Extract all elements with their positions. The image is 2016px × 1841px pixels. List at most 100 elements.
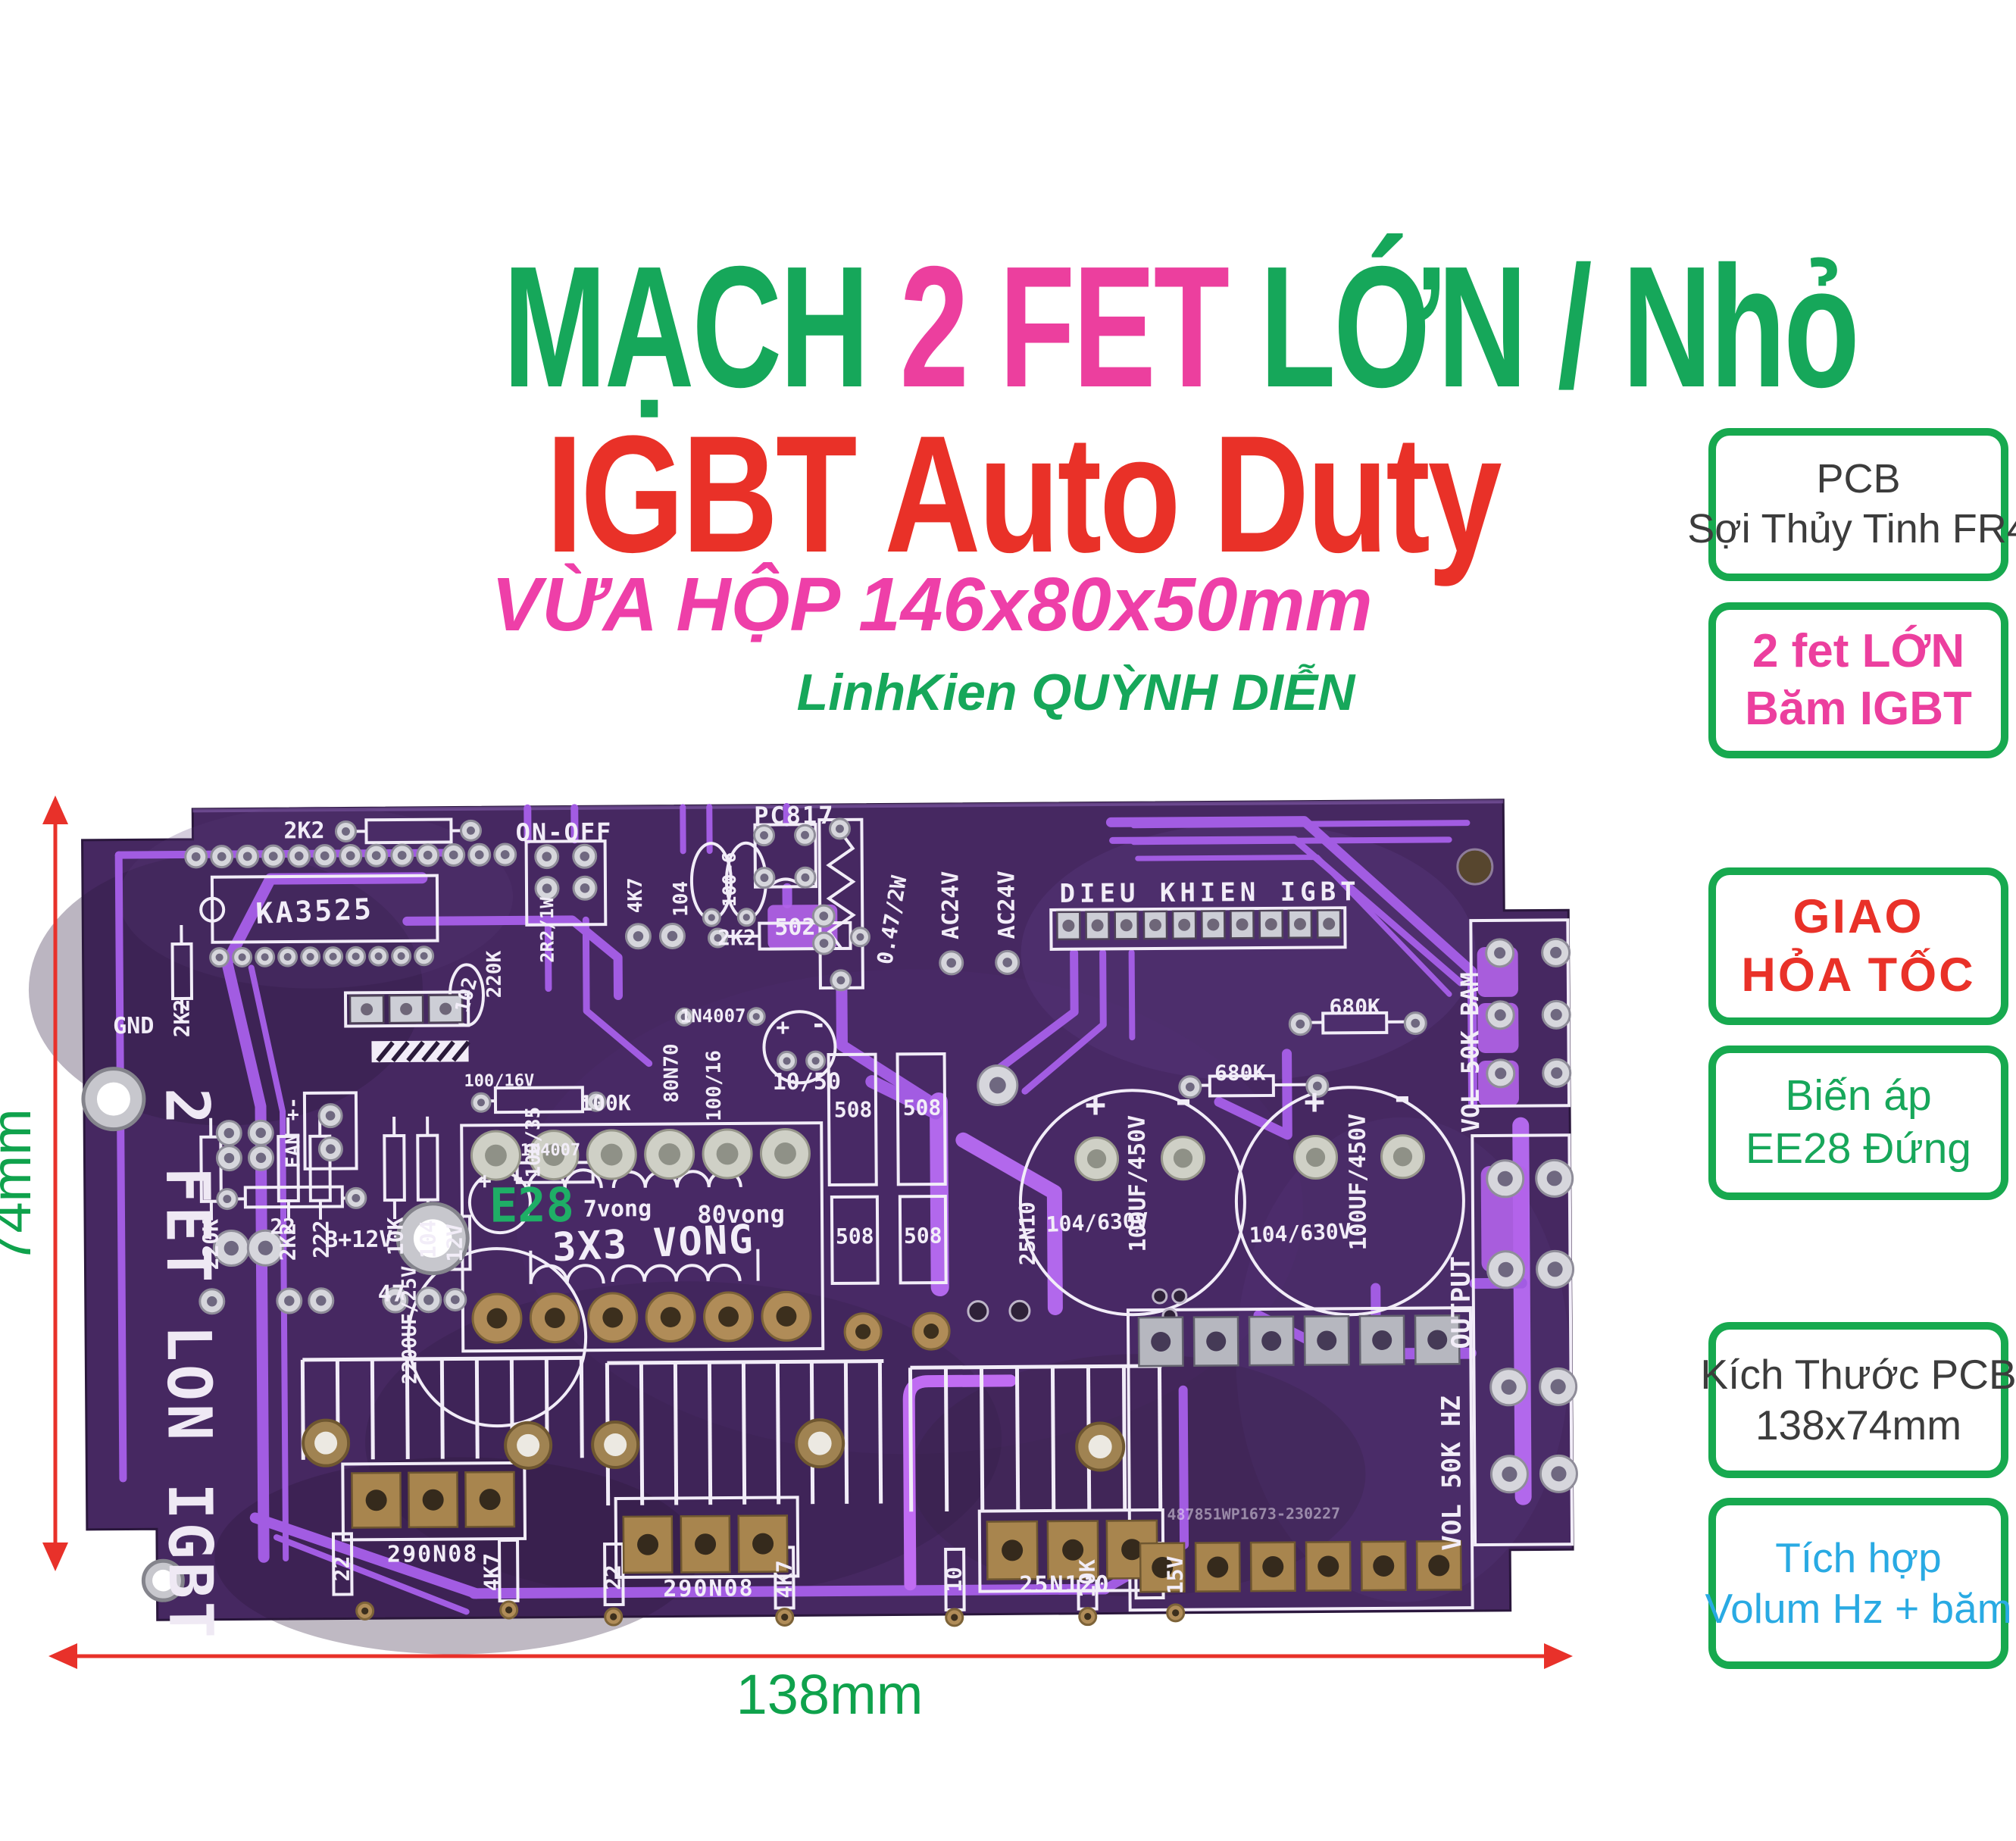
silkscreen-label: 680K — [1214, 1061, 1266, 1086]
silkscreen-label: 25N120 — [1019, 1571, 1111, 1599]
silkscreen-label: 15V — [1163, 1555, 1188, 1594]
info-box-transformer: Biến áp EE28 Đứng — [1708, 1046, 2008, 1200]
silkscreen-label: 2K2 — [717, 925, 756, 950]
silkscreen-label: 7vong — [583, 1196, 652, 1223]
subtitle-igbt: IGBT Auto Duty — [545, 401, 1502, 587]
silkscreen-label: 2K2 — [170, 999, 195, 1038]
silkscreen-label: 508 — [836, 1224, 874, 1249]
silkscreen-label: AC24V — [993, 870, 1021, 939]
silkscreen-label: 100K — [580, 1090, 631, 1115]
silkscreen-label: 2 FET LON IGBT — [152, 1087, 226, 1641]
silkscreen-label: 508 — [904, 1223, 942, 1248]
silkscreen-label: KA3525 — [255, 892, 374, 930]
silkscreen-label: - — [1171, 1078, 1196, 1124]
silkscreen-label: 220K — [198, 1219, 223, 1271]
silkscreen-label: 22 — [601, 1564, 626, 1590]
silkscreen-label: 80N70 — [660, 1043, 683, 1102]
silkscreen-label: 100/16V — [464, 1071, 534, 1091]
silkscreen-label: 100UF/450V — [1124, 1115, 1152, 1252]
info-box-line: Tích hợp — [1775, 1533, 1942, 1581]
height-dimension-label: 74mm — [0, 1108, 42, 1264]
silkscreen-label: ON-OFF — [516, 817, 613, 847]
silkscreen-label: 22 — [330, 1556, 355, 1582]
silkscreen-label: 25N10 — [1014, 1202, 1040, 1266]
silkscreen-label: 12V — [442, 1224, 467, 1262]
silkscreen-label: 22 — [270, 1214, 295, 1239]
page-title: MẠCH 2 FET LỚN / Nhỏ — [503, 241, 1860, 414]
silkscreen-label: 104 — [670, 881, 692, 917]
info-box-line: Băm IGBT — [1745, 683, 1972, 735]
silkscreen-label: + — [1085, 1083, 1106, 1124]
silkscreen-label: OUTPUT — [1446, 1256, 1477, 1349]
arrow-up-icon — [42, 795, 68, 824]
silkscreen-label: 508 — [834, 1097, 873, 1122]
info-box-line: HỎA TỐC — [1741, 949, 1976, 1002]
silkscreen-label: 2200UF/25V — [398, 1266, 421, 1385]
info-box-line: Volum Hz + băm — [1705, 1585, 2012, 1632]
silkscreen-label: 80vong — [697, 1199, 785, 1229]
silkscreen-label: B+12V — [324, 1227, 393, 1254]
silkscreen-label: 222 — [309, 1220, 334, 1258]
silkscreen-label: 4K7 — [772, 1560, 797, 1599]
width-dimension-label: 138mm — [736, 1663, 924, 1726]
silkscreen-label: 100-6 — [719, 852, 741, 907]
silkscreen-label: 1N4007 — [680, 1005, 746, 1027]
silkscreen-label: 4K7 — [480, 1553, 505, 1592]
silkscreen-label: 487851WP1673-230227 — [1167, 1504, 1340, 1524]
info-box-line: 2 fet LỚN — [1752, 625, 1965, 678]
info-box-line: Sợi Thủy Tinh FR4 — [1687, 506, 2016, 552]
silkscreen-label: 2K2 — [276, 1223, 301, 1261]
silkscreen-label: VOL 50K BAM — [1455, 972, 1485, 1133]
silkscreen-label: FAN +- — [282, 1097, 305, 1168]
silkscreen-label: 104/630V — [1046, 1208, 1149, 1237]
silkscreen-label: 10K — [383, 1217, 408, 1255]
silkscreen-label: 3X3 VONG — [552, 1217, 755, 1271]
silkscreen-label: + — [1304, 1080, 1325, 1121]
silkscreen-label: AC24V — [937, 871, 964, 940]
silkscreen-label: 290N08 — [387, 1541, 479, 1568]
silkscreen-label: 508 — [903, 1096, 942, 1121]
silkscreen-label: - — [1390, 1075, 1414, 1121]
info-box-line: 138x74mm — [1755, 1402, 1962, 1449]
info-box-pcb-size: Kích Thước PCB 138x74mm — [1700, 1322, 2016, 1478]
info-box-line: EE28 Đứng — [1746, 1124, 1971, 1173]
silkscreen-label: PC817 — [754, 801, 835, 830]
silkscreen-label: 1N4007 — [520, 1141, 581, 1161]
info-box-line: Kích Thước PCB — [1700, 1350, 2016, 1398]
silkscreen-label: 502 — [774, 914, 815, 941]
silkscreen-label: DIEU KHIEN IGBT — [1059, 877, 1360, 909]
silkscreen-label: 10/50 — [773, 1068, 842, 1096]
silkscreen-label: 220K — [483, 950, 506, 998]
info-box-material: PCB Sợi Thủy Tinh FR4 — [1687, 428, 2016, 581]
silkscreen-label: 290N08 — [663, 1575, 755, 1602]
silkscreen-label: VOL 50K HZ — [1436, 1396, 1467, 1551]
info-box-volume: Tích hợp Volum Hz + băm — [1705, 1498, 2012, 1669]
silkscreen-label: 10K — [1075, 1559, 1100, 1598]
silkscreen-label: - — [510, 1163, 526, 1193]
title-part-green-1: MẠCH — [503, 231, 900, 424]
arrow-right-icon — [1544, 1643, 1573, 1669]
silkscreen-label: 100/16 — [703, 1050, 727, 1121]
dimension-annotations: 74mm 138mm — [0, 795, 1573, 1726]
silkscreen-label: 104/630V — [1249, 1218, 1352, 1248]
silkscreen-label: 100/35 — [522, 1107, 545, 1178]
info-box-line: PCB — [1816, 456, 1901, 502]
silkscreen-label: 2R2/1W — [536, 897, 558, 963]
silkscreen-label: + — [478, 1168, 492, 1195]
silkscreen-label: 47 — [378, 1280, 405, 1307]
silkscreen-label: + — [776, 1014, 789, 1041]
arrow-left-icon — [48, 1643, 77, 1669]
info-box-fets: 2 fet LỚN Băm IGBT — [1708, 602, 2008, 758]
silkscreen-label: 2K2 — [283, 817, 324, 844]
silkscreen-label: E28 — [489, 1177, 574, 1233]
silkscreen-label: 680K — [1329, 994, 1380, 1019]
info-box-line: GIAO — [1793, 890, 1924, 944]
subtitle-box-size: VỪA HỘP 146x80x50mm — [491, 562, 1373, 647]
title-part-pink: 2 FET — [899, 231, 1260, 424]
arrow-down-icon — [42, 1543, 68, 1571]
title-part-green-2: LỚN / Nhỏ — [1259, 231, 1860, 424]
silkscreen-label: 10 — [942, 1567, 967, 1593]
info-box-shipping: GIAO HỎA TỐC — [1708, 867, 2008, 1025]
